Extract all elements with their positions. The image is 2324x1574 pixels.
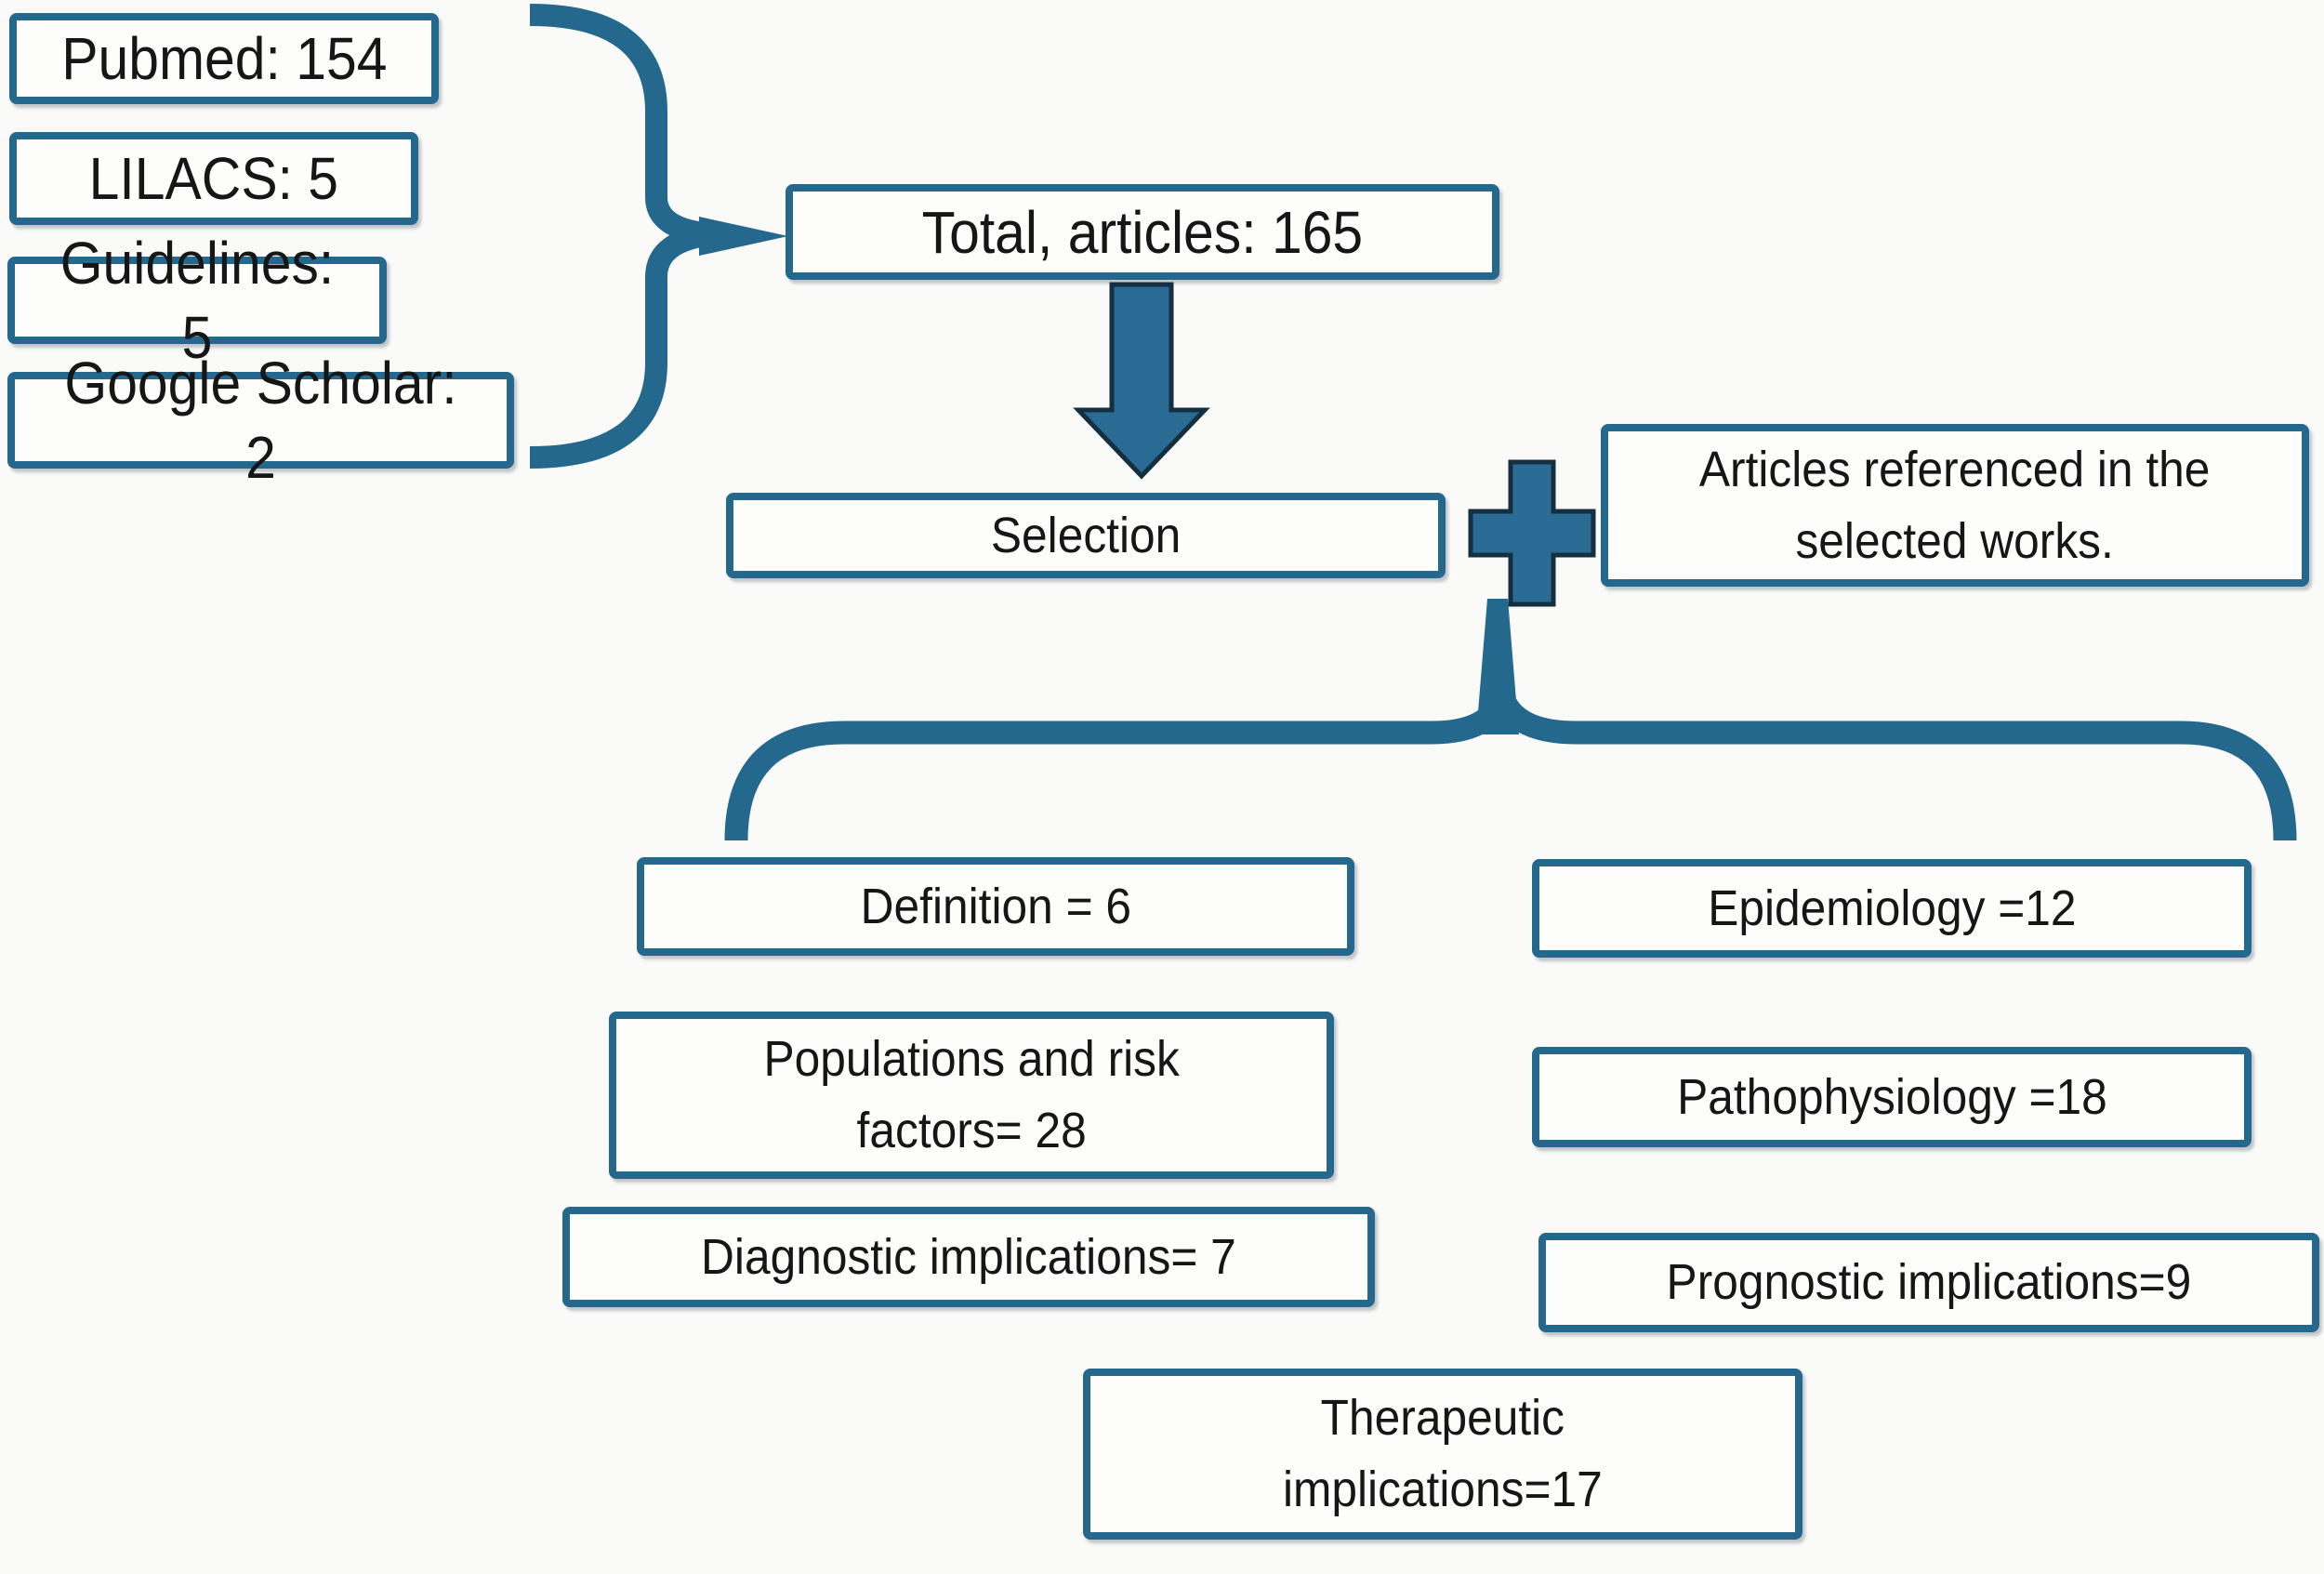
categories-brace-icon [724,683,2297,841]
category-populations-risk-factors-label: Populations and risk factors= 28 [763,1031,1180,1158]
category-box-prognostic-implications: Prognostic implications=9 [1538,1233,2319,1332]
source-box-pubmed: Pubmed: 154 [9,13,439,104]
category-box-definition: Definition = 6 [637,857,1354,956]
categories-brace-cusp-icon [1476,688,1528,725]
category-therapeutic-implications-label: Therapeutic implications=17 [1283,1390,1603,1517]
total-articles-label: Total, articles: 165 [921,198,1364,266]
category-box-therapeutic-implications: Therapeutic implications=17 [1083,1369,1802,1540]
category-box-epidemiology: Epidemiology =12 [1532,859,2251,958]
category-box-populations-risk-factors: Populations and risk factors= 28 [609,1012,1334,1179]
source-box-google-scholar-label: Google Scholar: 2 [64,350,457,491]
total-articles-box: Total, articles: 165 [786,184,1499,280]
sources-brace-icon [529,4,725,469]
connector-stem [1476,599,1519,734]
category-prognostic-implications-label: Prognostic implications=9 [1666,1254,2192,1311]
source-box-guidelines-label: Guidelines: 5 [59,230,335,371]
category-pathophysiology-label: Pathophysiology =18 [1676,1068,2107,1125]
selection-label: Selection [990,507,1182,563]
source-box-lilacs: LILACS: 5 [9,132,418,225]
referenced-articles-box: Articles referenced in the selected work… [1601,424,2309,587]
category-diagnostic-implications-label: Diagnostic implications= 7 [701,1228,1236,1285]
source-box-pubmed-label: Pubmed: 154 [60,25,388,92]
source-box-lilacs-label: LILACS: 5 [88,145,339,212]
category-epidemiology-label: Epidemiology =12 [1707,880,2077,936]
source-box-google-scholar: Google Scholar: 2 [7,350,514,491]
down-arrow-icon [1073,282,1210,480]
plus-icon [1468,459,1596,607]
category-box-pathophysiology: Pathophysiology =18 [1532,1047,2251,1147]
category-definition-label: Definition = 6 [860,878,1131,934]
sources-brace-tip-icon [699,217,788,256]
selection-box: Selection [726,493,1446,578]
source-box-guidelines: Guidelines: 5 [7,230,387,371]
referenced-articles-label: Articles referenced in the selected work… [1699,441,2211,569]
category-box-diagnostic-implications: Diagnostic implications= 7 [562,1207,1375,1307]
